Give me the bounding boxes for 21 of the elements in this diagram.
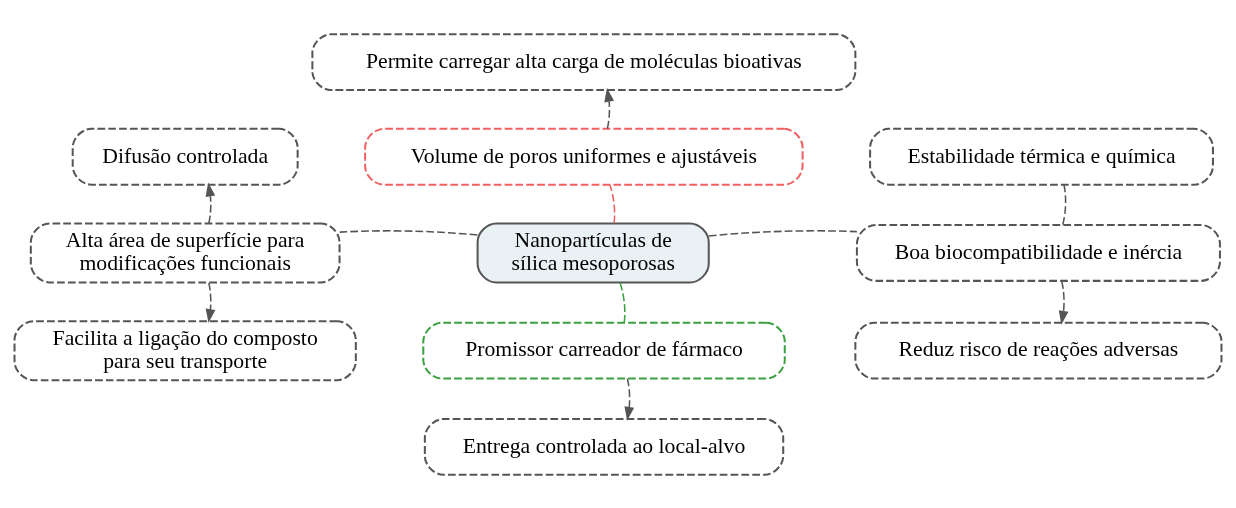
connector [1061, 183, 1067, 225]
arrow [624, 377, 635, 421]
node-box: Difusão controlada [71, 127, 299, 186]
node-box: Facilita a ligação do composto para seu transporte [13, 319, 357, 381]
node-box: Promissor carreador de fármaco [422, 321, 786, 380]
node-box: Volume de poros uniformes e ajustáveis [364, 127, 804, 186]
node-box: Permite carregar alta carga de moléculas bioativas [311, 32, 857, 91]
node-box: Entrega controlada ao local-alvo [423, 417, 785, 476]
node-box: Nanopartículas de sílica mesoporosas [476, 221, 710, 283]
node-box: Boa biocompatibilidade e inércia [855, 223, 1221, 282]
arrow [1058, 280, 1069, 325]
arrow [205, 281, 216, 323]
node-box: Estabilidade térmica e química [869, 127, 1214, 186]
node-box: Reduz risco de reações adversas [854, 321, 1223, 380]
connector [609, 183, 616, 224]
connector [708, 229, 858, 237]
node-box: Alta área de superfície para modificações funcionais [29, 221, 341, 283]
connector [619, 281, 626, 323]
arrow [205, 181, 216, 224]
connector [339, 229, 479, 236]
arrow [604, 87, 614, 129]
